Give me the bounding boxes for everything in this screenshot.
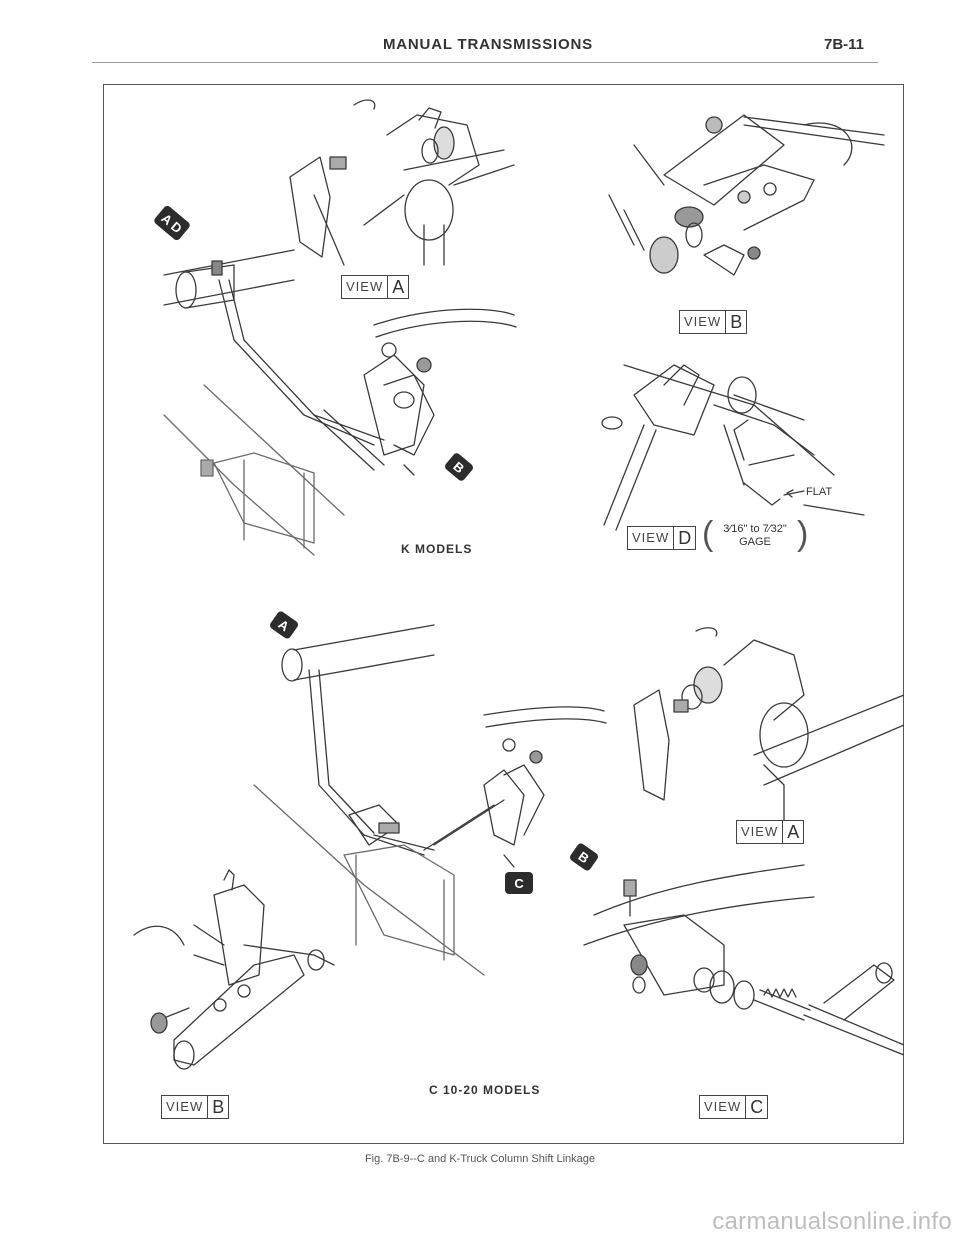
gage-range: 3⁄16" to 7⁄32" bbox=[723, 523, 787, 535]
k-view-a-column-assembly bbox=[289, 99, 515, 266]
linkage-illustration bbox=[133, 99, 904, 1070]
view-b-label-c: VIEW B bbox=[161, 1095, 230, 1119]
k-view-d-assembly bbox=[601, 364, 865, 531]
arrow-badge-ad: A D bbox=[154, 205, 190, 241]
section-title: MANUAL TRANSMISSIONS bbox=[383, 36, 593, 53]
k-models-label: K MODELS bbox=[401, 542, 473, 556]
k-view-b-assembly bbox=[608, 114, 885, 276]
view-d-label: VIEW D bbox=[627, 526, 697, 550]
c-view-b-assembly bbox=[133, 869, 335, 1070]
c-models-label: C 10-20 MODELS bbox=[429, 1083, 541, 1097]
view-b-label-k: VIEW B bbox=[679, 310, 748, 334]
view-a-label-k: VIEW A bbox=[341, 275, 410, 299]
page-number: 7B-11 bbox=[824, 36, 865, 53]
k-lever-bracket bbox=[363, 308, 517, 476]
flat-label: FLAT bbox=[806, 486, 833, 498]
k-shift-rods bbox=[218, 279, 385, 471]
arrow-badge-b-c: B bbox=[570, 843, 598, 871]
arrow-badge-c: C bbox=[505, 872, 533, 894]
c-floor-panel bbox=[253, 784, 485, 976]
arrow-markers: A D B A B C bbox=[154, 205, 598, 894]
arrow-badge-a-c: A bbox=[270, 611, 298, 639]
view-c-label: VIEW C bbox=[699, 1095, 769, 1119]
arrow-badge-b-k: B bbox=[445, 453, 473, 481]
k-main-column-tube bbox=[163, 249, 295, 309]
c-lever-bracket bbox=[348, 706, 607, 868]
c-view-a-column-assembly bbox=[633, 627, 904, 826]
figure-caption: Fig. 7B-9--C and K-Truck Column Shift Li… bbox=[364, 1153, 596, 1165]
flat-arrow bbox=[783, 489, 805, 498]
c-view-c-assembly bbox=[583, 864, 904, 1056]
header-divider bbox=[92, 62, 878, 63]
gage-close-paren: ) bbox=[797, 515, 809, 553]
gage-spec: 3⁄16" to 7⁄32" GAGE bbox=[715, 523, 795, 549]
watermark: carmanualsonline.info bbox=[712, 1208, 952, 1235]
figure-frame: A D B A B C VIEW A VIEW B VIEW D VIEW A bbox=[103, 84, 904, 1144]
arrow-badge-c-text: C bbox=[514, 876, 524, 891]
gage-word: GAGE bbox=[739, 536, 771, 548]
view-a-label-c: VIEW A bbox=[736, 820, 805, 844]
gage-open-paren: ( bbox=[702, 515, 714, 553]
c-shift-rods bbox=[308, 669, 505, 856]
flat-gauge-tool bbox=[743, 482, 781, 506]
k-floor-panel bbox=[163, 384, 345, 556]
c-main-column-tube bbox=[281, 624, 435, 682]
